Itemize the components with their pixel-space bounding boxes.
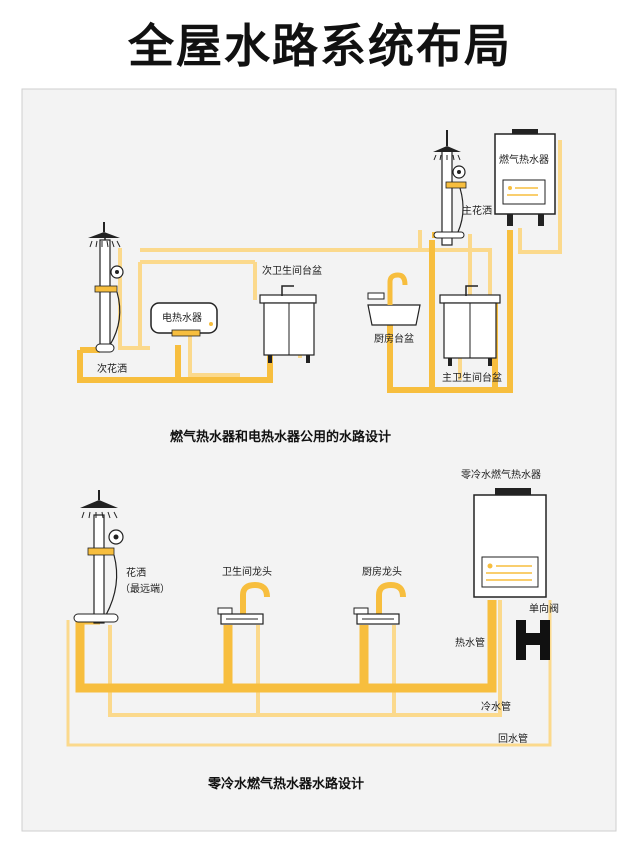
label-hot-pipe: 热水管 — [455, 636, 485, 649]
secondary-basin-cabinet — [259, 285, 317, 363]
label-bathroom-faucet: 卫生间龙头 — [222, 565, 272, 578]
label-return-pipe: 回水管 — [498, 732, 528, 745]
label-main-shower: 主花洒 — [462, 204, 492, 217]
section-1-diagram: 次花洒 电热水器 次卫生间台盆 厨房台盆 — [77, 129, 562, 445]
return-pipe — [66, 600, 552, 747]
label-secondary-basin: 次卫生间台盆 — [262, 264, 322, 277]
far-end-shower — [73, 490, 124, 624]
bathroom-faucet — [217, 581, 270, 625]
label-shower: 花洒 — [126, 566, 146, 579]
zero-cold-water-heater — [473, 488, 547, 598]
section-2-diagram: 花洒 （最远端） 卫生间龙头 厨房龙头 零冷水燃气热水器 — [66, 468, 559, 792]
electric-water-heater — [150, 302, 218, 337]
caption-section-1: 燃气热水器和电热水器公用的水路设计 — [170, 429, 391, 445]
kitchen-basin — [367, 272, 421, 326]
label-gas-heater: 燃气热水器 — [499, 153, 549, 166]
check-valve — [516, 620, 550, 660]
label-check-valve: 单向阀 — [529, 602, 559, 615]
label-cold-pipe: 冷水管 — [481, 700, 511, 713]
page-title: 全屋水路系统布局 — [128, 19, 512, 73]
gas-water-heater — [494, 129, 556, 226]
kitchen-faucet — [353, 581, 406, 625]
label-kitchen-faucet: 厨房龙头 — [362, 565, 402, 578]
label-shower-far-end: （最远端） — [120, 582, 170, 595]
main-basin-cabinet — [439, 285, 501, 366]
label-main-basin: 主卫生间台盆 — [442, 371, 502, 384]
label-kitchen-basin: 厨房台盆 — [374, 332, 414, 345]
label-zero-cold-heater: 零冷水燃气热水器 — [461, 468, 541, 481]
label-secondary-shower: 次花洒 — [97, 362, 127, 375]
cold-pipe — [108, 600, 502, 717]
secondary-shower — [88, 222, 124, 353]
main-shower — [433, 130, 467, 246]
caption-section-2: 零冷水燃气热水器水路设计 — [207, 776, 364, 792]
label-electric-heater: 电热水器 — [162, 311, 202, 324]
